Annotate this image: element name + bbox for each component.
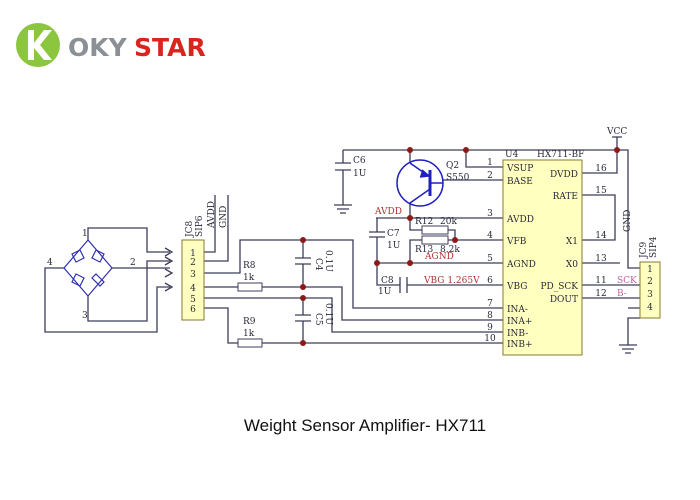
r9-ref: R9 bbox=[243, 317, 256, 327]
jc8-pin-number: 1 bbox=[190, 249, 196, 259]
junctions bbox=[300, 147, 620, 346]
r13-ref: R13 bbox=[415, 245, 434, 255]
ic-pin-name: X1 bbox=[566, 237, 578, 247]
jc8-pin-number: 4 bbox=[190, 284, 196, 294]
c4-value: 0.1U bbox=[323, 250, 333, 272]
jc9-ref: JC9 bbox=[639, 242, 649, 259]
connector-jc8 bbox=[181, 239, 205, 321]
ic-pin-number: 3 bbox=[487, 209, 493, 219]
jc8-pin-number: 5 bbox=[190, 295, 196, 305]
ic-pin-number: 11 bbox=[595, 276, 606, 286]
bridge-node-bottom: 3 bbox=[82, 311, 88, 321]
ground-symbols bbox=[334, 136, 637, 354]
r12-value: 20k bbox=[440, 217, 457, 227]
r8-value: 1k bbox=[243, 273, 255, 283]
connector-jc9 bbox=[639, 261, 661, 319]
ic-pin-number: 4 bbox=[487, 231, 493, 241]
ic-pin-number: 14 bbox=[595, 231, 607, 241]
c4-ref: C4 bbox=[313, 258, 323, 271]
agnd-label: AGND bbox=[424, 252, 454, 262]
ic-pin-name: AVDD bbox=[506, 215, 534, 225]
ic-pin-name: PD_SCK bbox=[540, 282, 578, 292]
ic-pin-name: BASE bbox=[507, 177, 533, 187]
bridge-node-left: 4 bbox=[47, 258, 53, 268]
jc8-pin-number: 3 bbox=[190, 270, 196, 280]
c6-value: 1U bbox=[353, 169, 367, 179]
ic-pin-number: 13 bbox=[595, 254, 607, 264]
c8-value: 1U bbox=[378, 287, 392, 297]
ic-pin-name: VBG bbox=[506, 282, 527, 292]
q2-value: S550 bbox=[446, 173, 470, 183]
ic-pin-name: INA- bbox=[507, 305, 528, 315]
jc8-pin-number: 6 bbox=[190, 305, 196, 315]
c5-ref: C5 bbox=[313, 313, 323, 326]
ic-pin-number: 8 bbox=[487, 311, 493, 321]
r8-ref: R8 bbox=[243, 261, 256, 271]
ic-pin-number: 2 bbox=[487, 171, 493, 181]
vcc-label: VCC bbox=[606, 127, 627, 137]
pin-labels: 1VSUP2BASE3AVDD4VFB5AGND6VBG7INA-8INA+9I… bbox=[190, 158, 653, 350]
vbg-label: VBG 1.265V bbox=[423, 276, 480, 286]
avdd-label: AVDD bbox=[374, 207, 402, 217]
ic-pin-name: X0 bbox=[566, 260, 578, 270]
q2-ref: Q2 bbox=[446, 161, 459, 171]
load-cell-bridge bbox=[63, 239, 113, 297]
r13-value: 8.2k bbox=[440, 245, 460, 255]
c7-ref: C7 bbox=[387, 229, 400, 239]
ic-pin-number: 16 bbox=[595, 164, 607, 174]
sck-label: SCK bbox=[617, 276, 637, 286]
c7-value: 1U bbox=[387, 241, 401, 251]
capacitors bbox=[295, 162, 408, 322]
ic-pin-number: 10 bbox=[484, 334, 496, 344]
jc9-pin-number: 1 bbox=[647, 265, 653, 275]
ic-pin-name: AGND bbox=[506, 260, 536, 270]
c6-ref: C6 bbox=[353, 156, 366, 166]
ic-pin-name: INB- bbox=[507, 329, 528, 339]
bridge-node-right: 2 bbox=[130, 258, 136, 268]
ic-pin-name: INA+ bbox=[507, 317, 532, 327]
jc8-avdd: AVDD bbox=[207, 201, 217, 229]
c5-value: 0.1U bbox=[323, 303, 333, 325]
ic-pin-number: 15 bbox=[595, 186, 607, 196]
jc8-type: SIP6 bbox=[195, 215, 205, 237]
ic-pin-name: DVDD bbox=[550, 170, 578, 180]
caption: Weight Sensor Amplifier- HX711 bbox=[243, 416, 487, 435]
c8-ref: C8 bbox=[381, 276, 394, 286]
bridge-node-top: 1 bbox=[82, 229, 88, 239]
ic-pin-name: DOUT bbox=[550, 295, 578, 305]
ic-pin-name: VSUP bbox=[506, 164, 533, 174]
ic-pin-number: 7 bbox=[487, 299, 493, 309]
ic-pin-number: 1 bbox=[487, 158, 493, 168]
ic-pin-name: INB+ bbox=[507, 340, 533, 350]
gnd-label: GND bbox=[623, 210, 633, 232]
ic-pin-number: 12 bbox=[595, 289, 606, 299]
logo-text-star: STAR bbox=[134, 33, 206, 62]
ic-pin-name: VFB bbox=[506, 237, 527, 247]
ic-pin-name: RATE bbox=[553, 192, 578, 202]
ic-pin-number: 5 bbox=[487, 254, 493, 264]
ic-pin-number: 6 bbox=[487, 276, 493, 286]
ic-pin-number: 9 bbox=[487, 323, 493, 333]
ic-ref: U4 bbox=[505, 150, 519, 160]
r12-ref: R12 bbox=[415, 217, 433, 227]
jc8-ref: JC8 bbox=[185, 221, 195, 238]
jc9-pin-number: 2 bbox=[647, 277, 653, 287]
wires bbox=[44, 149, 640, 345]
jc9-pin-number: 3 bbox=[647, 290, 653, 300]
resistors bbox=[237, 225, 449, 348]
jc8-pin-number: 2 bbox=[190, 258, 196, 268]
jc9-type: SIP4 bbox=[649, 236, 659, 258]
r9-value: 1k bbox=[243, 329, 255, 339]
ic-part: HX711-BF bbox=[537, 150, 584, 160]
logo-text-oky: OKY bbox=[68, 33, 128, 62]
okystar-logo: OKY STAR bbox=[16, 23, 206, 67]
jc8-gnd: GND bbox=[219, 206, 229, 228]
jc9-pin-number: 4 bbox=[647, 303, 653, 313]
transistor-q2 bbox=[396, 159, 444, 207]
b-minus-label: B- bbox=[617, 289, 627, 299]
ic-u4-body bbox=[502, 159, 583, 356]
